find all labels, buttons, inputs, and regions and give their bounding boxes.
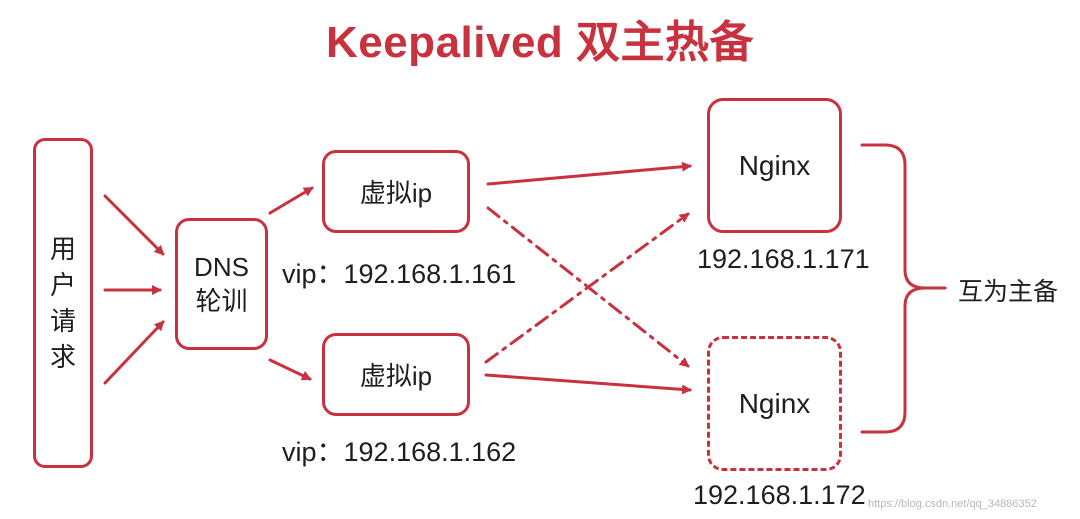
mutual-backup-label: 互为主备: [958, 278, 1059, 306]
diagram-title: Keepalived 双主热备: [325, 18, 755, 67]
nginx-label: Nginx: [738, 387, 811, 419]
dns-sublabel: 轮训: [195, 286, 248, 316]
user-request-node: 用户请求: [33, 138, 93, 468]
user-request-label: 用户请求: [49, 234, 76, 372]
vip-address-2: vip：192.168.1.162: [282, 437, 517, 467]
arrow-vip2-to-nginx1-backup: [484, 212, 690, 364]
virtual-ip-label: 虚拟ip: [359, 178, 433, 208]
virtual-ip-node-2: 虚拟ip: [322, 333, 470, 416]
nginx-node-2: Nginx: [707, 336, 842, 471]
arrow-dns-to-vip2: [268, 358, 312, 381]
virtual-ip-label: 虚拟ip: [359, 361, 433, 391]
arrow-user-to-dns-lower: [103, 320, 165, 385]
nginx-ip-2: 192.168.1.172: [693, 480, 866, 510]
dns-round-robin-node: DNS 轮训: [175, 218, 268, 350]
nginx-ip-1: 192.168.1.171: [697, 244, 870, 274]
arrow-dns-to-vip1: [268, 186, 314, 215]
virtual-ip-node-1: 虚拟ip: [322, 150, 470, 233]
dns-label: DNS: [194, 252, 249, 282]
watermark: https://blog.csdn.net/qq_34886352: [868, 498, 1037, 510]
arrow-user-to-dns-upper: [103, 194, 165, 256]
nginx-label: Nginx: [738, 149, 811, 181]
arrow-vip2-to-nginx2: [484, 373, 692, 395]
nginx-node-1: Nginx: [707, 98, 842, 233]
vip-address-1: vip：192.168.1.161: [282, 259, 517, 289]
mutual-brace: [860, 143, 947, 434]
arrow-vip1-to-nginx1: [486, 161, 692, 186]
